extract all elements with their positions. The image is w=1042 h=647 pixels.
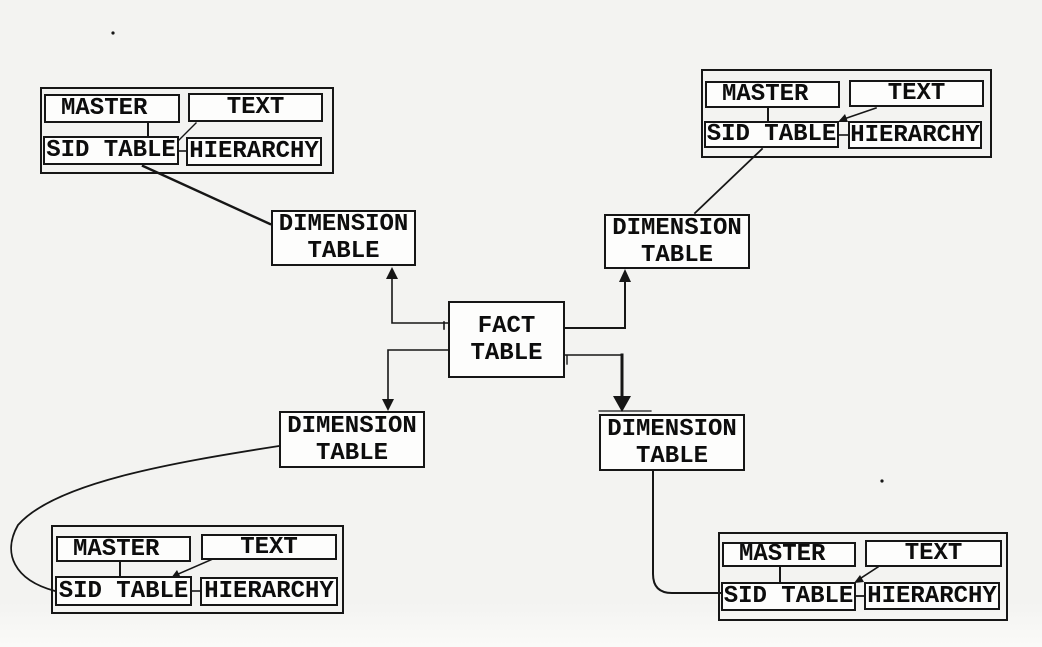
text-sid-link — [177, 122, 197, 142]
dimension-table-bottom-left: DIMENSION TABLE — [279, 411, 425, 468]
attribute-group-top-right — [701, 69, 992, 158]
dimension-label-line2: TABLE — [315, 439, 388, 467]
hierarchy-label: HIERARCHY — [867, 582, 997, 610]
sid-table-label: SID TABLE — [706, 121, 837, 148]
fact-table-box: FACT TABLE — [448, 301, 565, 378]
text-sid-link — [839, 106, 878, 122]
attribute-group-top-left — [40, 87, 334, 174]
hierarchy-table-box: HIERARCHY — [186, 137, 322, 166]
master-table-box: MASTER — [44, 94, 180, 123]
speck-dot — [880, 479, 884, 483]
dimension-table-bottom-right: DIMENSION TABLE — [599, 414, 745, 471]
dimension-table-top-left: DIMENSION TABLE — [271, 210, 416, 266]
fact-table-label-line1: FACT — [477, 312, 536, 340]
sid-table-box: SID TABLE — [721, 582, 856, 611]
fact-table-label-line2: TABLE — [470, 339, 543, 367]
attribute-group-bottom-left — [51, 525, 344, 614]
sid-to-dimension-topleft-link — [141, 164, 272, 226]
dimension-label-line1: DIMENSION — [607, 415, 737, 443]
master-label: MASTER — [61, 95, 148, 122]
attribute-group-bottom-right — [718, 532, 1008, 621]
text-table-box: TEXT — [865, 540, 1002, 567]
fact-to-dimension-topright-connector — [563, 269, 631, 329]
text-label: TEXT — [240, 533, 298, 561]
fact-to-dimension-bottomright-connector — [563, 353, 652, 412]
sid-table-box: SID TABLE — [55, 576, 192, 606]
dimension-label-line2: TABLE — [307, 238, 380, 265]
master-table-box: MASTER — [705, 81, 840, 108]
fact-to-dimension-topleft-connector — [386, 267, 449, 330]
text-label: TEXT — [226, 94, 285, 121]
arrow-down-icon — [613, 396, 631, 412]
hierarchy-table-box: HIERARCHY — [848, 121, 982, 149]
dimension-label-line1: DIMENSION — [612, 214, 742, 242]
group-topleft-internal-connectors — [147, 122, 197, 152]
speck-dot — [111, 31, 115, 35]
arrowhead-icon — [838, 114, 848, 122]
hierarchy-label: HIERARCHY — [189, 138, 319, 165]
text-label: TEXT — [887, 80, 946, 107]
text-table-box: TEXT — [849, 80, 984, 107]
text-table-box: TEXT — [188, 93, 323, 122]
arrowhead-icon — [854, 575, 864, 583]
dimension-table-top-right: DIMENSION TABLE — [604, 214, 750, 269]
arrow-up-icon — [619, 269, 631, 282]
hierarchy-table-box: HIERARCHY — [864, 582, 1000, 610]
dimension-label-line1: DIMENSION — [278, 211, 409, 238]
hierarchy-label: HIERARCHY — [850, 121, 980, 149]
sid-table-label: SID TABLE — [46, 137, 176, 164]
text-table-box: TEXT — [201, 533, 337, 561]
sid-table-label: SID TABLE — [58, 577, 189, 605]
sid-table-box: SID TABLE — [704, 121, 839, 148]
master-table-box: MASTER — [722, 541, 856, 568]
fact-to-dimension-bottomleft-connector — [382, 349, 449, 411]
dimension-label-line2: TABLE — [635, 442, 708, 470]
sid-table-label: SID TABLE — [723, 583, 854, 610]
dimension-to-sid-bottomleft-curve — [10, 444, 281, 593]
text-sid-link — [174, 556, 217, 577]
dimension-label-line2: TABLE — [640, 241, 713, 269]
group-bottomright-internal-connectors — [779, 565, 880, 597]
arrow-up-icon — [386, 267, 398, 279]
hierarchy-table-box: HIERARCHY — [200, 577, 338, 606]
text-label: TEXT — [904, 540, 963, 567]
sid-to-dimension-topright-link — [693, 147, 764, 215]
master-label: MASTER — [73, 535, 160, 563]
arrow-down-icon — [382, 399, 394, 411]
sid-table-box: SID TABLE — [43, 136, 179, 165]
master-label: MASTER — [739, 541, 826, 568]
group-topright-internal-connectors — [767, 106, 878, 136]
hierarchy-label: HIERARCHY — [204, 578, 334, 605]
master-table-box: MASTER — [56, 535, 191, 563]
dimension-label-line1: DIMENSION — [287, 412, 417, 440]
dimension-to-sid-bottomright-elbow — [652, 470, 722, 594]
master-label: MASTER — [722, 81, 809, 108]
